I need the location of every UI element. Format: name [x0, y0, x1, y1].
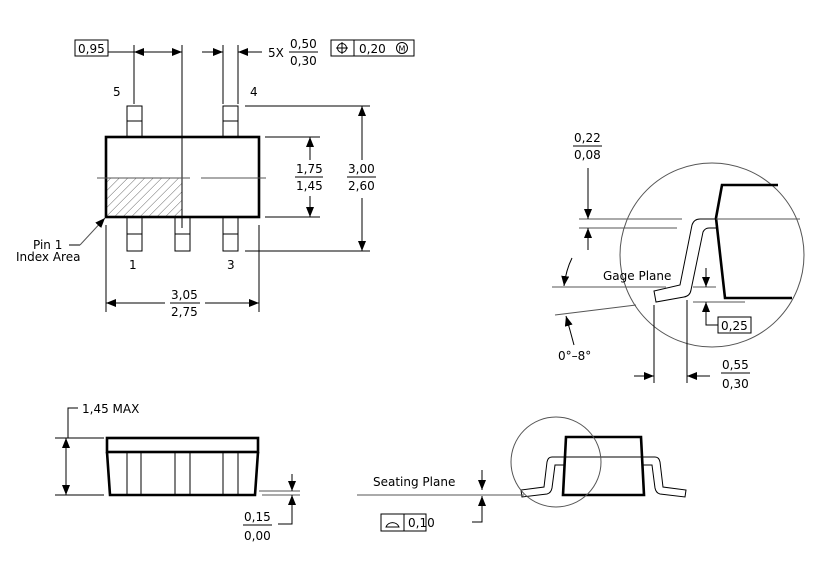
lead-thickness-max: 0,22 — [574, 131, 601, 145]
pin-label-5: 5 — [113, 85, 121, 99]
lead-thickness-min: 0,08 — [574, 148, 601, 162]
pin1-label: Pin 1 — [33, 238, 62, 252]
side-view: 1,45 MAX 0,15 0,00 — [55, 402, 300, 543]
side-leads — [126, 452, 239, 495]
overall-width-max: 3,00 — [348, 162, 375, 176]
position-icon — [336, 42, 348, 54]
foot-length-min: 0,30 — [722, 377, 749, 391]
standoff-max: 0,15 — [244, 510, 271, 524]
lead-section — [653, 218, 716, 303]
pin-label-3: 3 — [227, 258, 235, 272]
overall-width-min: 2,60 — [348, 179, 375, 193]
foot-length-max: 0,55 — [722, 358, 749, 372]
top-view: 5 4 1 3 0,95 5X 0,50 0,30 0,20 M 1,75 1,… — [16, 37, 415, 319]
body-length-max: 3,05 — [171, 288, 198, 302]
index-area-label: Index Area — [16, 250, 80, 264]
lead-width-min: 0,30 — [290, 54, 317, 68]
package-top — [105, 436, 260, 454]
end-body — [561, 435, 646, 497]
detail-circle — [619, 162, 805, 348]
mmc-icon — [396, 42, 408, 54]
gage-plane-label: Gage Plane — [603, 269, 671, 283]
lead-detail-view: 0,22 0,08 Gage Plane 0°–8° 0,25 0,55 0,3… — [552, 131, 805, 391]
coplanarity-value: 0,10 — [408, 516, 435, 530]
profile-icon — [385, 522, 400, 528]
body-section — [714, 183, 792, 300]
lead-count: 5X — [268, 46, 284, 60]
seating-plane-label: Seating Plane — [373, 475, 455, 489]
gage-height-value: 0,25 — [721, 319, 748, 333]
body-width-max: 1,75 — [296, 162, 323, 176]
lead-width-max: 0,50 — [290, 37, 317, 51]
position-tolerance-value: 0,20 — [359, 42, 386, 56]
body-width-min: 1,45 — [296, 179, 323, 193]
standoff-min: 0,00 — [244, 529, 271, 543]
pitch-value: 0,95 — [78, 42, 105, 56]
height-label: 1,45 MAX — [82, 402, 139, 416]
position-tolerance-frame: 0,20 M — [330, 39, 415, 57]
mmc-modifier: M — [399, 45, 406, 54]
end-view: Seating Plane 0,10 — [357, 416, 687, 532]
angle-label: 0°–8° — [558, 349, 591, 363]
pin1-index-hatch — [106, 178, 182, 217]
body-length-min: 2,75 — [171, 305, 198, 319]
pin-label-4: 4 — [250, 85, 258, 99]
pin-label-1: 1 — [129, 258, 137, 272]
